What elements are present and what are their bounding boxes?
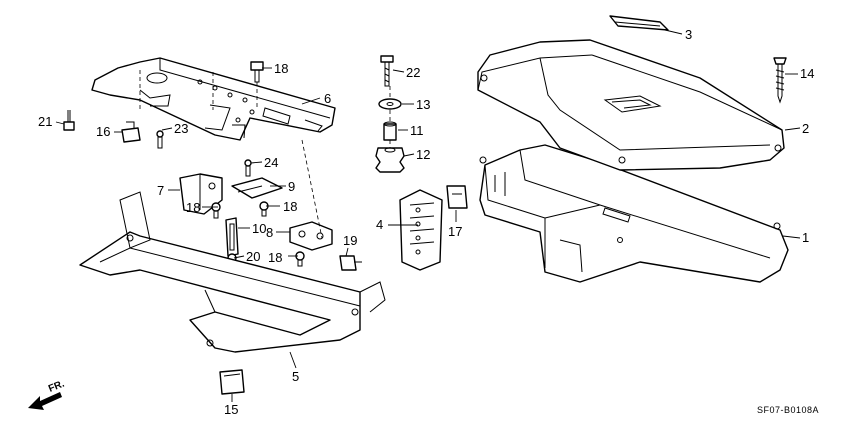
callout-18b: 18	[186, 200, 200, 215]
callout-10: 10	[252, 221, 266, 236]
grommet-12	[375, 147, 405, 173]
callout-18a: 18	[274, 61, 288, 76]
callout-4: 4	[376, 217, 383, 232]
callout-2: 2	[802, 121, 809, 136]
tapping-screw	[773, 57, 787, 104]
callout-3: 3	[685, 27, 692, 42]
washer-13	[378, 98, 402, 110]
bolt-22	[380, 55, 394, 87]
flange-bolt-b	[211, 202, 221, 219]
lower-frame	[79, 191, 386, 353]
front-arrow-icon	[28, 392, 62, 410]
callout-16: 16	[96, 124, 110, 139]
clip-16	[121, 121, 141, 143]
callout-23: 23	[174, 121, 188, 136]
callout-12: 12	[416, 147, 430, 162]
screw-24	[244, 159, 252, 177]
direction-label: FR.	[47, 378, 66, 394]
callout-18c: 18	[283, 199, 297, 214]
box-cover	[477, 39, 785, 171]
stay-bracket-c	[289, 221, 333, 251]
callout-8: 8	[266, 225, 273, 240]
box-label	[609, 15, 669, 31]
mounting-plate	[91, 57, 336, 141]
callout-18d: 18	[268, 250, 282, 265]
drawing-code: SF07-B0108A	[757, 405, 819, 415]
callout-5: 5	[292, 369, 299, 384]
collar-11	[383, 121, 397, 141]
callout-24: 24	[264, 155, 278, 170]
flange-bolt-a	[250, 61, 264, 83]
clip-17	[446, 185, 468, 209]
cable-holder	[399, 189, 443, 271]
fitting-19	[339, 255, 362, 271]
flange-bolt-c	[259, 201, 269, 217]
callout-22: 22	[406, 65, 420, 80]
callout-14: 14	[800, 66, 814, 81]
callout-6: 6	[324, 91, 331, 106]
callout-11: 11	[410, 123, 424, 138]
callout-15: 15	[224, 402, 238, 417]
callout-13: 13	[416, 97, 430, 112]
callouts: 1 2 3 4 5 6 7 8 9 10 11 12 13 14 15 16 1…	[38, 27, 814, 417]
bolt-21	[63, 110, 75, 131]
flange-bolt-d	[295, 251, 305, 267]
box-tray	[479, 144, 789, 283]
assembly-guides	[139, 70, 391, 239]
callout-7: 7	[157, 183, 164, 198]
stay-bracket-a	[179, 173, 223, 215]
callout-1: 1	[802, 230, 809, 245]
leader-lines	[55, 29, 801, 402]
bolt-23	[156, 130, 164, 149]
pad-15	[219, 369, 245, 395]
callout-9: 9	[288, 179, 295, 194]
stay-bracket-b	[231, 177, 283, 199]
callout-19: 19	[343, 233, 357, 248]
callout-17: 17	[448, 224, 462, 239]
callout-21: 21	[38, 114, 52, 129]
holder	[225, 217, 239, 257]
callout-20: 20	[246, 249, 260, 264]
